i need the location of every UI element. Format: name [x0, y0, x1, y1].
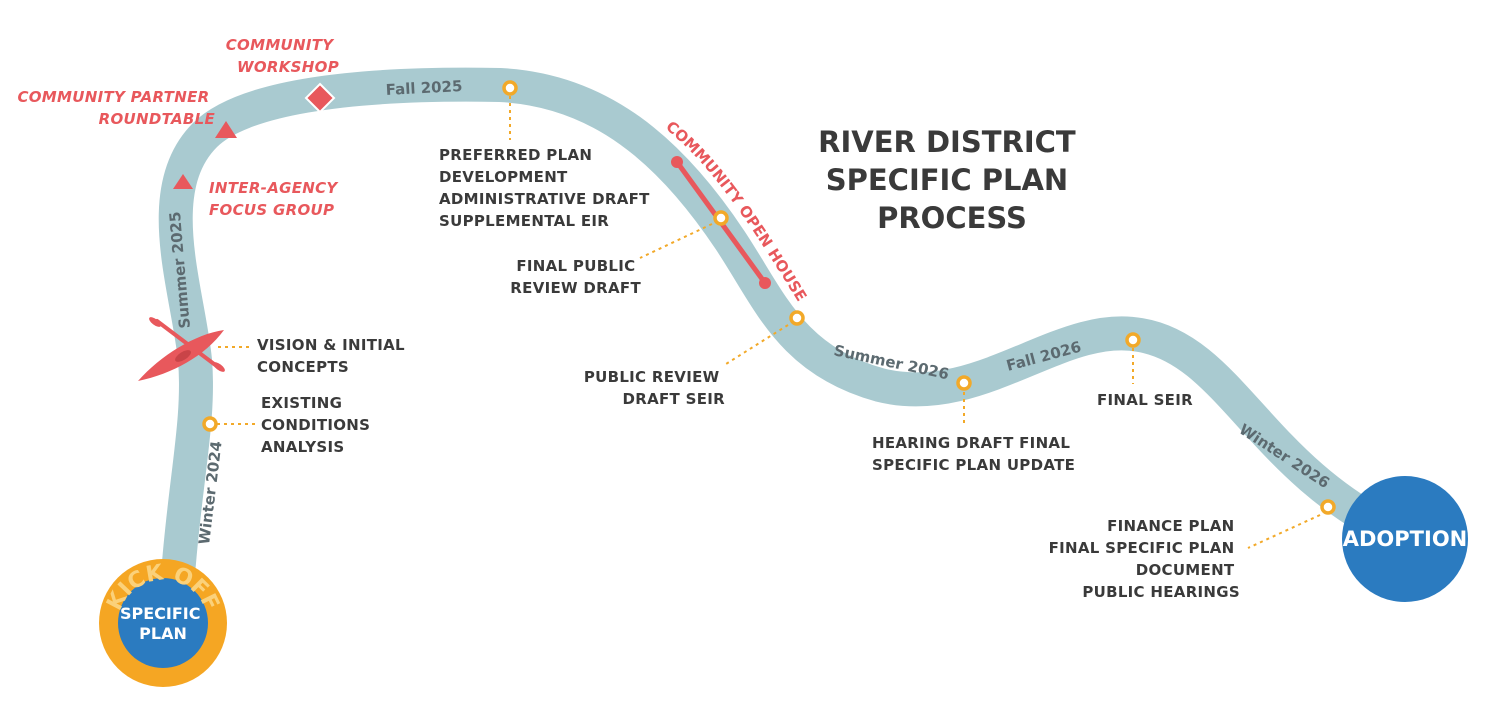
milestone-label: EXISTING CONDITIONS ANALYSIS [261, 394, 376, 456]
triangle-icon [215, 121, 237, 138]
milestone-marker [202, 416, 218, 432]
open-house-start-dot [671, 156, 683, 168]
event-label-focus-group: INTER-AGENCY FOCUS GROUP [209, 179, 343, 219]
milestone-marker [713, 210, 729, 226]
kickoff-center-label: SPECIFIC PLAN [120, 604, 206, 643]
milestone-label: HEARING DRAFT FINAL SPECIFIC PLAN UPDATE [872, 434, 1076, 474]
leader-line [639, 223, 713, 259]
leader-line [725, 324, 789, 365]
milestone-label: VISION & INITIAL CONCEPTS [257, 336, 410, 376]
leader-line [1247, 514, 1321, 549]
milestone-label: FINANCE PLAN FINAL SPECIFIC PLAN DOCUMEN… [1049, 517, 1240, 601]
diagram-title: RIVER DISTRICT SPECIFIC PLAN PROCESS [818, 125, 1086, 235]
open-house-end-dot [759, 277, 771, 289]
milestone-label: FINAL PUBLIC REVIEW DRAFT [510, 257, 641, 297]
milestone-marker [956, 375, 972, 391]
event-label-workshop: COMMUNITY WORKSHOP [226, 36, 339, 76]
milestone-label: PUBLIC REVIEW DRAFT SEIR [584, 368, 725, 408]
kayak-icon [138, 317, 225, 381]
milestone-marker [1125, 332, 1141, 348]
diamond-icon [304, 82, 336, 114]
season-label: Fall 2025 [385, 77, 463, 99]
milestone-label: FINAL SEIR [1097, 391, 1193, 409]
milestone-label: PREFERRED PLAN DEVELOPMENT ADMINISTRATIV… [439, 146, 655, 230]
milestone-marker [502, 80, 518, 96]
kickoff-badge: KICK OFF SPECIFIC PLAN [99, 559, 227, 687]
triangle-icon [173, 174, 193, 189]
milestone-marker [789, 310, 805, 326]
milestone-marker [1320, 499, 1336, 515]
adoption-label: ADOPTION [1343, 527, 1468, 551]
adoption-badge: ADOPTION [1342, 476, 1468, 602]
river-timeline [158, 67, 1417, 592]
event-label-roundtable: COMMUNITY PARTNER ROUNDTABLE [17, 88, 215, 128]
